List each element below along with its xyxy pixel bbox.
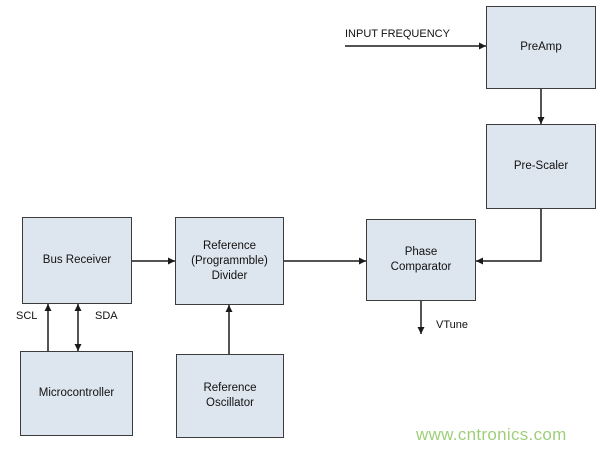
sda-label: SDA — [95, 310, 118, 322]
vtune-label: VTune — [436, 319, 469, 331]
input-frequency-label: INPUT FREQUENCY — [345, 28, 450, 40]
prescaler-block: Pre-Scaler — [486, 124, 596, 209]
microcontroller-block: Microcontroller — [20, 351, 133, 436]
phase-comparator-block: Phase Comparator — [366, 219, 476, 301]
watermark-text: www.cntronics.com — [416, 425, 567, 444]
phase-comparator-label: Phase Comparator — [390, 246, 452, 273]
reference-divider-label: Reference (Programmble) Divider — [191, 239, 268, 282]
reference-divider-block: Reference (Programmble) Divider — [175, 217, 284, 305]
reference-oscillator-block: Reference Oscillator — [176, 354, 284, 438]
bus-receiver-block: Bus Receiver — [22, 217, 132, 304]
reference-oscillator-label: Reference Oscillator — [203, 382, 257, 409]
scl-label: SCL — [16, 310, 38, 322]
arrow-prescaler-to-comparator — [476, 209, 542, 265]
preamp-label: PreAmp — [520, 41, 562, 53]
preamp-block: PreAmp — [486, 6, 596, 89]
microcontroller-label: Microcontroller — [38, 387, 115, 399]
prescaler-label: Pre-Scaler — [513, 160, 569, 172]
bus-receiver-label: Bus Receiver — [42, 254, 112, 266]
